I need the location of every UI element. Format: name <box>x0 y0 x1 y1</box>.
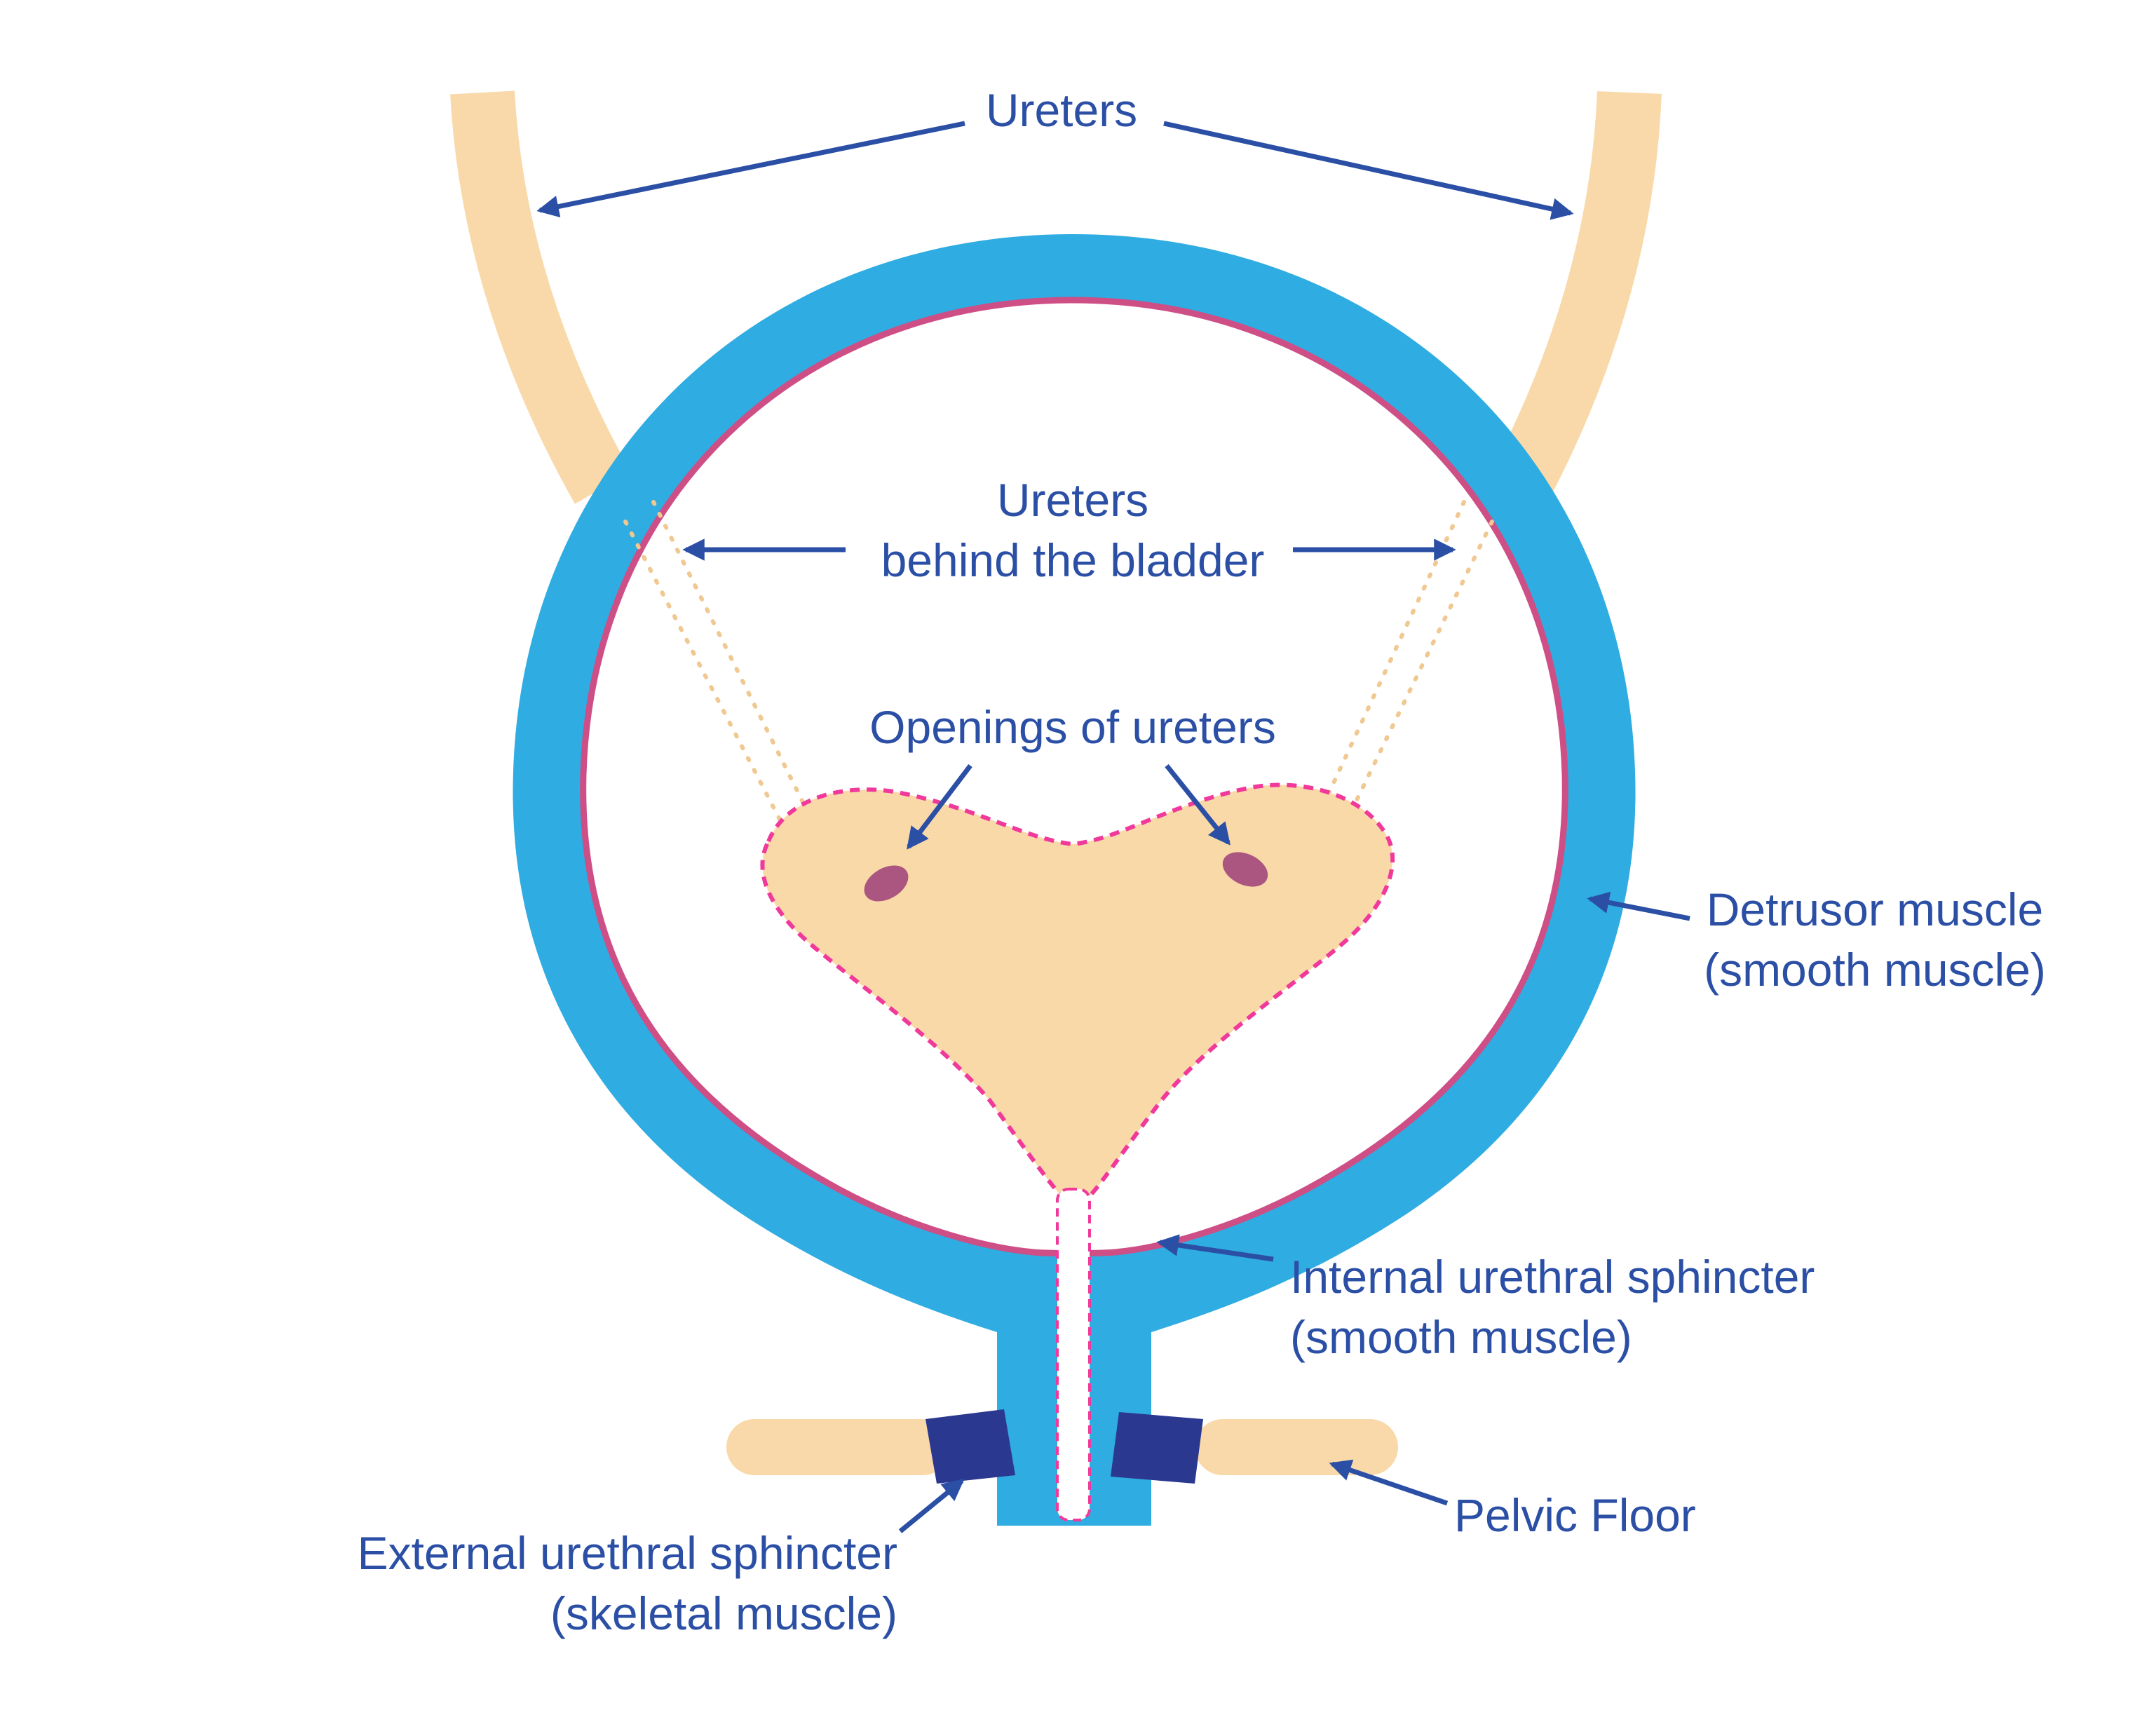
ureter-opening-left <box>864 865 909 902</box>
ureter-behind-dotted-left-1 <box>623 520 787 832</box>
internal-sphincter-arrow <box>1156 1234 1274 1262</box>
ureter-behind-dotted-right-1 <box>1341 520 1494 829</box>
external-sphincter-band-left <box>926 1409 1015 1484</box>
ureters-arrow-left <box>536 121 965 218</box>
openings-arrow-right <box>1165 764 1230 846</box>
ureter-behind-dotted-left-2 <box>651 500 813 820</box>
label-pelvic-floor: Pelvic Floor <box>1454 1489 1696 1541</box>
label-external-urethral-sphincter: External urethral sphincter (skeletal mu… <box>357 1527 897 1639</box>
left-ureter-tube <box>450 90 632 504</box>
ureter-opening-right <box>1222 852 1268 887</box>
detrusor-arrow <box>1587 891 1690 921</box>
label-openings-of-ureters: Openings of ureters <box>869 701 1276 753</box>
label-ureters-behind-bladder: Ureters behind the bladder <box>881 474 1265 586</box>
external-sphincter-band-right <box>1111 1412 1203 1484</box>
trigone <box>760 782 1395 1197</box>
openings-arrow-left <box>907 764 972 850</box>
urethra-channel <box>1056 1188 1091 1521</box>
external-sphincter-arrow <box>898 1479 965 1533</box>
pelvic-floor-arrow <box>1329 1459 1449 1506</box>
ureters-arrow-right <box>1163 121 1574 220</box>
label-ureters: Ureters <box>985 84 1138 136</box>
label-detrusor-muscle: Detrusor muscle (smooth muscle) <box>1704 883 2046 996</box>
pelvic-floor-left-bar <box>726 1419 951 1475</box>
ureter-behind-dotted-right-2 <box>1316 500 1466 818</box>
pelvic-floor-right-bar <box>1195 1419 1398 1475</box>
right-ureter-tube <box>1490 91 1662 503</box>
label-internal-urethral-sphincter: Internal urethral sphincter (smooth musc… <box>1290 1251 1815 1363</box>
